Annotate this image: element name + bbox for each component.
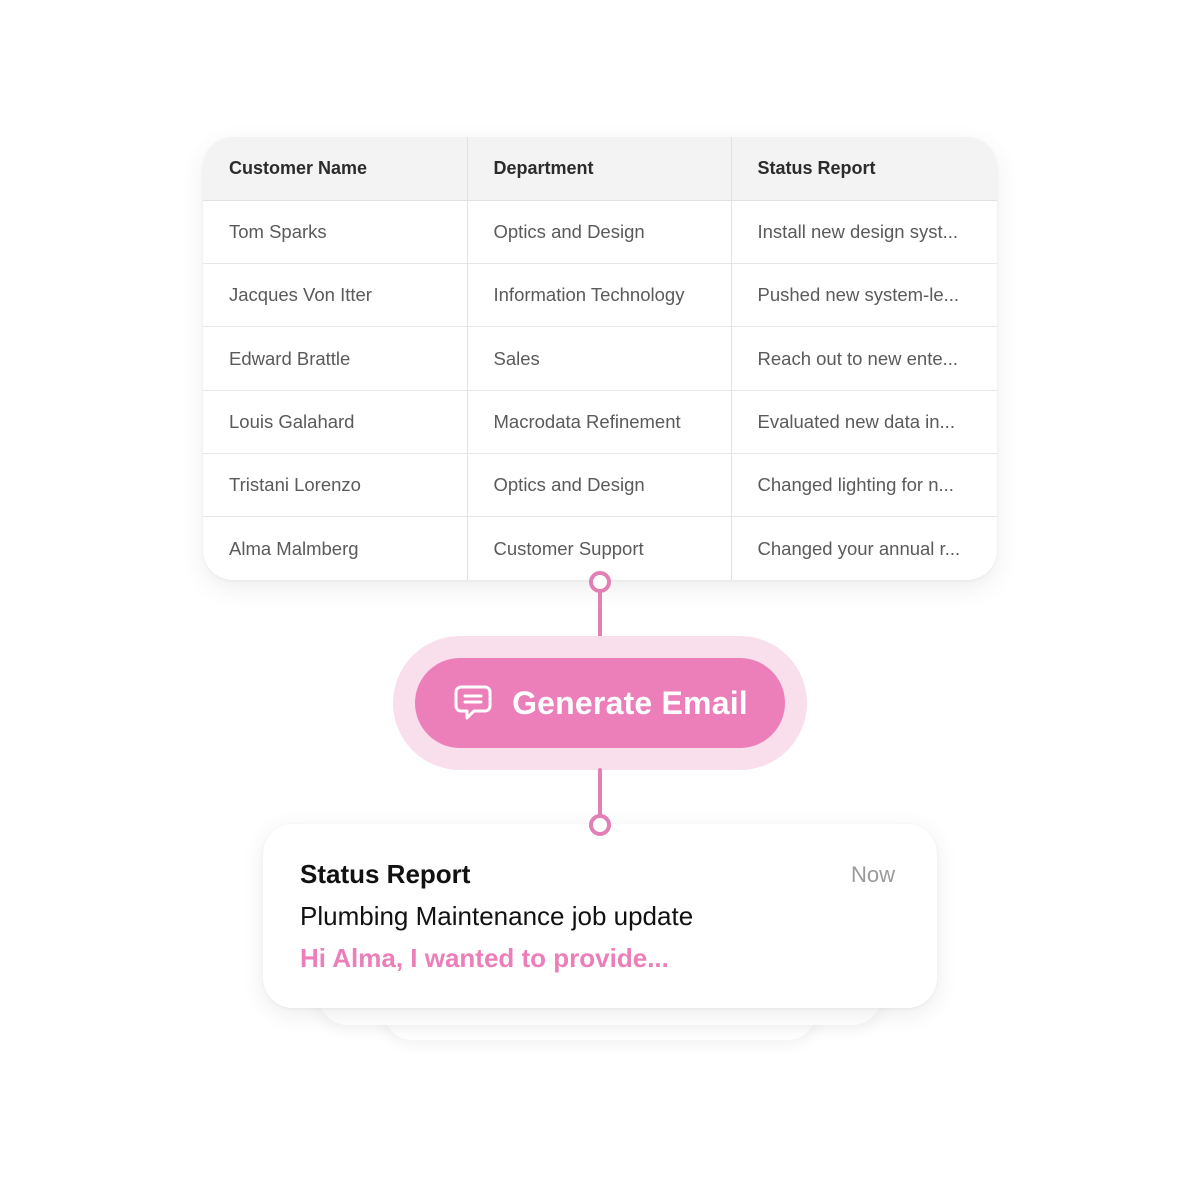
email-notification-card[interactable]: Status Report Now Plumbing Maintenance j… <box>263 824 937 1008</box>
cell-customer-name: Jacques Von Itter <box>203 263 467 327</box>
email-timestamp: Now <box>850 862 895 887</box>
cell-department: Sales <box>466 326 731 391</box>
cell-customer-name: Louis Galahard <box>203 389 467 454</box>
generate-email-label: Generate Email <box>512 684 748 721</box>
cell-status-report: Pushed new system-le... <box>730 263 997 327</box>
cell-status-report: Changed your annual r... <box>730 516 997 580</box>
column-header-customer-name[interactable]: Customer Name <box>203 137 467 201</box>
table-row[interactable]: Edward Brattle Sales Reach out to new en… <box>203 326 997 391</box>
cell-customer-name: Edward Brattle <box>203 326 467 391</box>
table-header: Customer Name Department Status Report <box>203 137 997 201</box>
email-title: Status Report <box>300 859 471 889</box>
table-row[interactable]: Tom Sparks Optics and Design Install new… <box>203 200 997 264</box>
cell-customer-name: Tom Sparks <box>229 220 327 242</box>
generate-email-button[interactable]: Generate Email <box>415 658 785 748</box>
cell-status-report: Evaluated new data in... <box>730 389 997 454</box>
customer-table-card: Customer Name Department Status Report T… <box>203 137 997 580</box>
column-header-department[interactable]: Department <box>466 137 731 201</box>
cell-customer-name: Tristani Lorenzo <box>203 452 467 517</box>
cell-department: Macrodata Refinement <box>466 389 731 454</box>
cell-department: Customer Support <box>466 516 731 580</box>
customer-table: Customer Name Department Status Report T… <box>203 137 997 580</box>
connector-line-bottom <box>598 768 602 816</box>
connector-node-bottom <box>589 814 611 836</box>
cell-department: Optics and Design <box>466 200 731 264</box>
header-row: Customer Name Department Status Report <box>203 137 997 201</box>
table-body: Tom Sparks Optics and Design Install new… <box>203 200 997 580</box>
table-row[interactable]: Louis Galahard Macrodata Refinement Eval… <box>203 389 997 454</box>
table-row[interactable]: Alma Malmberg Customer Support Changed y… <box>203 516 997 580</box>
email-preview: Hi Alma, I wanted to provide... <box>300 943 669 973</box>
chat-bubble-icon <box>452 682 494 724</box>
connector-node-top <box>589 571 611 593</box>
connector-line-top <box>598 590 602 638</box>
cell-department: Optics and Design <box>466 452 731 517</box>
cell-status-report: Changed lighting for n... <box>730 452 997 517</box>
email-subject: Plumbing Maintenance job update <box>300 901 694 931</box>
column-header-status-report[interactable]: Status Report <box>730 137 997 201</box>
table-row[interactable]: Tristani Lorenzo Optics and Design Chang… <box>203 452 997 517</box>
cell-customer-name: Alma Malmberg <box>203 516 467 580</box>
cell-department: Information Technology <box>466 263 731 327</box>
table-row[interactable]: Jacques Von Itter Information Technology… <box>203 263 997 327</box>
cell-status-report: Reach out to new ente... <box>730 326 997 391</box>
cell-status-report: Install new design syst... <box>730 200 997 264</box>
